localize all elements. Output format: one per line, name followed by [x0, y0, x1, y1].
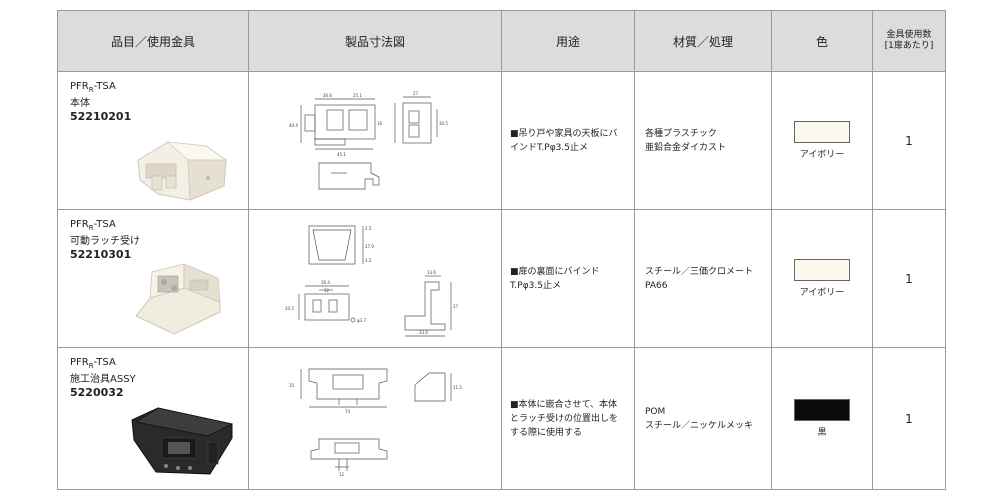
header-qty: 金具使用数 [1扉あたり]	[872, 10, 946, 72]
material-cell: スチール／三価クロメート PA66	[634, 209, 772, 348]
qty-cell: 1	[872, 347, 946, 490]
dimension-drawing-jig: 35 74 11.5 12	[289, 368, 462, 477]
item-cell: PFRR-TSA 可動ラッチ受け 52210301	[57, 209, 249, 348]
header-row: 品目／使用金具 製品寸法図 用途 材質／処理 色 金具使用数 [1扉あたり]	[57, 10, 946, 72]
header-use: 用途	[501, 10, 635, 72]
item-name-sub: R	[88, 224, 94, 232]
dim-label: 26.6	[323, 93, 332, 98]
spec-table: 品目／使用金具 製品寸法図 用途 材質／処理 色 金具使用数 [1扉あたり] P…	[57, 10, 946, 490]
color-cell: アイボリー	[771, 209, 873, 348]
dim-label: 20.5	[285, 306, 294, 311]
item-name-prefix: PFR	[70, 81, 89, 92]
dim-label: 35	[289, 383, 295, 388]
spec-table-wrapper: 品目／使用金具 製品寸法図 用途 材質／処理 色 金具使用数 [1扉あたり] P…	[57, 10, 946, 490]
table-row: PFRR-TSA 施工治具ASSY 5220032	[57, 347, 946, 490]
color-name: アイボリー	[799, 150, 845, 160]
drawing-cell: 2.5 27.9 3.2 36.4 12 13.6 27 33.6 φ3.7 2…	[248, 209, 502, 348]
color-cell: 黒	[771, 347, 873, 490]
dim-label: 74	[345, 409, 351, 414]
dim-label: 25.1	[353, 93, 362, 98]
header-qty-line1: 金具使用数	[886, 30, 932, 40]
material-line2: PA66	[645, 280, 668, 291]
use-cell: ■扉の裏面にバインドT.Pφ3.5止メ	[501, 209, 635, 348]
color-swatch	[794, 259, 850, 281]
dim-label: 40.4	[289, 123, 298, 128]
material-line1: POM	[645, 406, 666, 417]
dim-label: 27.9	[365, 244, 374, 249]
item-name-suffix: -TSA	[93, 357, 116, 368]
dimension-drawing-latch: 2.5 27.9 3.2 36.4 12 13.6 27 33.6 φ3.7 2…	[285, 225, 459, 336]
item-name-sub: R	[88, 362, 94, 370]
drawing-cell: 35 74 11.5 12	[248, 347, 502, 490]
item-cell: PFRR-TSA 本体 52210201	[57, 71, 249, 210]
header-qty-line2: [1扉あたり]	[884, 41, 934, 51]
dim-label: 30.5	[439, 121, 448, 126]
qty-cell: 1	[872, 71, 946, 210]
item-code: 52210201	[70, 110, 132, 123]
use-cell: ■本体に嵌合させて、本体とラッチ受けの位置出しをする際に使用する	[501, 347, 635, 490]
product-photo-jig	[131, 407, 234, 475]
dim-label: φ3.7	[357, 318, 366, 323]
item-name-suffix: -TSA	[93, 219, 116, 230]
material-line2: スチール／ニッケルメッキ	[645, 420, 754, 431]
item-part-name: 本体	[70, 98, 90, 109]
color-cell: アイボリー	[771, 71, 873, 210]
dim-label: 33.6	[419, 330, 428, 335]
dim-label: 2.5	[365, 226, 372, 231]
material-line1: スチール／三価クロメート	[645, 266, 754, 277]
dim-label: 3.2	[365, 258, 372, 263]
item-part-name: 可動ラッチ受け	[70, 236, 140, 247]
item-name-block: PFRR-TSA 可動ラッチ受け 52210301	[70, 218, 140, 262]
color-swatch	[794, 399, 850, 421]
dim-label: 12	[324, 288, 330, 293]
product-photo-latch	[135, 263, 221, 335]
header-color: 色	[771, 10, 873, 72]
item-cell: PFRR-TSA 施工治具ASSY 5220032	[57, 347, 249, 490]
header-drawing: 製品寸法図	[248, 10, 502, 72]
material-cell: 各種プラスチック 亜鉛合金ダイカスト	[634, 71, 772, 210]
color-swatch	[794, 121, 850, 143]
material-line2: 亜鉛合金ダイカスト	[645, 142, 727, 153]
item-name-suffix: -TSA	[93, 81, 116, 92]
qty-cell: 1	[872, 209, 946, 348]
header-item: 品目／使用金具	[57, 10, 249, 72]
item-code: 5220032	[70, 386, 124, 399]
item-name-block: PFRR-TSA 本体 52210201	[70, 80, 131, 124]
item-code: 52210301	[70, 248, 132, 261]
material-line1: 各種プラスチック	[645, 128, 717, 139]
product-photo-body	[137, 141, 228, 201]
material-cell: POM スチール／ニッケルメッキ	[634, 347, 772, 490]
dim-label: 36.4	[321, 280, 330, 285]
drawing-cell: 26.6 25.1 27 40.4 16 30.5 45.1	[248, 71, 502, 210]
dim-label: 16	[377, 121, 383, 126]
item-name-prefix: PFR	[70, 357, 89, 368]
dim-label: 13.6	[427, 270, 436, 275]
dim-label: 27	[413, 91, 419, 96]
color-name: 黒	[817, 428, 827, 438]
use-cell: ■吊り戸や家具の天板にバインドT.Pφ3.5止メ	[501, 71, 635, 210]
dim-label: 45.1	[337, 152, 346, 157]
header-material: 材質／処理	[634, 10, 772, 72]
dimension-drawing-body: 26.6 25.1 27 40.4 16 30.5 45.1	[289, 91, 448, 189]
table-row: PFRR-TSA 本体 52210201	[57, 71, 946, 210]
table-row: PFRR-TSA 可動ラッチ受け 52210301	[57, 209, 946, 348]
item-name-prefix: PFR	[70, 219, 89, 230]
item-name-sub: R	[88, 86, 94, 94]
item-name-block: PFRR-TSA 施工治具ASSY 5220032	[70, 356, 136, 400]
dim-label: 11.5	[453, 385, 462, 390]
item-part-name: 施工治具ASSY	[70, 374, 136, 385]
color-name: アイボリー	[799, 288, 845, 298]
dim-label: 27	[453, 304, 459, 309]
dim-label: 12	[339, 472, 345, 477]
